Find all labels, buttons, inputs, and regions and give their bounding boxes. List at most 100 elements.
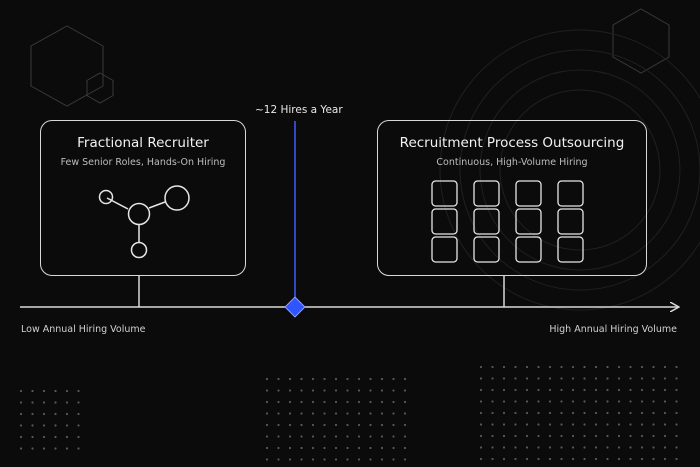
decor-dot xyxy=(265,435,269,438)
decor-dot xyxy=(334,400,338,404)
decor-dot xyxy=(65,412,69,416)
decor-dot xyxy=(640,457,644,461)
decor-dot xyxy=(479,411,483,415)
decor-dot xyxy=(323,389,326,392)
decor-dot xyxy=(594,388,598,392)
decor-dot xyxy=(323,400,326,404)
decor-dot xyxy=(583,388,586,392)
decor-dot xyxy=(65,389,69,393)
decor-dot xyxy=(77,447,80,450)
grid-square xyxy=(431,180,458,207)
decor-dot xyxy=(571,411,575,415)
decor-dot xyxy=(300,412,303,415)
decor-dot xyxy=(663,434,667,438)
grid-square xyxy=(431,208,458,235)
decor-dot xyxy=(479,446,483,449)
decor-dot xyxy=(403,458,407,461)
decor-dot xyxy=(323,423,326,427)
decor-dot xyxy=(640,365,644,369)
decor-dot xyxy=(380,446,384,450)
rpo-subtitle: Continuous, High-Volume Hiring xyxy=(436,157,588,168)
decor-dot xyxy=(640,388,644,392)
decor-dot xyxy=(548,400,552,403)
decor-dot xyxy=(514,411,517,415)
decor-dot xyxy=(277,458,280,461)
decor-dot xyxy=(571,434,575,438)
decor-dot xyxy=(594,400,598,403)
decor-dot xyxy=(491,388,494,392)
decor-dot xyxy=(491,434,494,438)
decor-dot xyxy=(560,400,563,403)
decor-dot xyxy=(571,457,575,461)
fractional-recruiter-title: Fractional Recruiter xyxy=(77,135,209,151)
decor-dot xyxy=(640,400,644,403)
decor-dot xyxy=(380,458,384,461)
decor-dot xyxy=(265,412,269,415)
decor-dot xyxy=(594,411,598,415)
decor-dot xyxy=(403,412,407,415)
decor-dot xyxy=(479,434,483,438)
decor-dot xyxy=(300,435,303,438)
decor-dot xyxy=(19,412,23,416)
grid-square xyxy=(557,236,584,263)
decor-dot xyxy=(403,446,407,450)
decor-dot xyxy=(606,457,609,461)
grid-square xyxy=(431,236,458,263)
decor-dot xyxy=(403,389,407,392)
decor-dot xyxy=(606,388,609,392)
decor-dot xyxy=(537,400,540,403)
grid-square xyxy=(515,180,542,207)
decor-dot xyxy=(54,447,57,450)
decor-dot xyxy=(675,411,678,415)
decor-dot xyxy=(560,446,563,449)
decor-dot xyxy=(334,458,338,461)
decor-dot xyxy=(346,389,349,392)
decor-dot xyxy=(311,423,315,427)
decor-dot xyxy=(491,446,494,449)
decor-dot xyxy=(663,411,667,415)
decor-dot xyxy=(19,401,23,404)
network-icon xyxy=(98,185,190,259)
decor-dot xyxy=(652,434,655,438)
decor-dot xyxy=(617,434,621,438)
grid-square xyxy=(515,208,542,235)
decor-dot xyxy=(265,377,269,381)
decor-dot xyxy=(606,446,609,449)
decor-dot xyxy=(548,434,552,438)
decor-dot xyxy=(334,435,338,438)
decor-dot xyxy=(537,446,540,449)
decor-dot xyxy=(594,434,598,438)
decor-dot xyxy=(265,458,269,461)
decor-dot xyxy=(346,435,349,438)
decor-dot xyxy=(617,400,621,403)
decor-dot xyxy=(479,365,483,369)
decor-dot xyxy=(502,423,506,426)
decor-dot xyxy=(54,435,57,439)
decor-dot xyxy=(571,446,575,449)
decor-dot xyxy=(583,434,586,438)
decor-dot xyxy=(311,400,315,404)
decor-dot xyxy=(525,411,529,415)
decor-dot xyxy=(265,389,269,392)
decor-dot xyxy=(403,435,407,438)
decor-dot xyxy=(42,401,46,404)
hexagon-decoration-top-right xyxy=(612,8,670,74)
decor-dot xyxy=(491,365,494,369)
decor-dot xyxy=(652,446,655,449)
decor-dot xyxy=(502,365,506,369)
decor-dot xyxy=(323,435,326,438)
decor-dot xyxy=(369,446,372,450)
decor-dot xyxy=(265,446,269,450)
decor-dot xyxy=(311,446,315,450)
decor-dot xyxy=(479,423,483,426)
decor-dot xyxy=(392,423,395,427)
decor-dot xyxy=(392,389,395,392)
decor-dot xyxy=(652,411,655,415)
decor-dot xyxy=(77,435,80,439)
decor-dot xyxy=(548,377,552,380)
decor-dot xyxy=(323,412,326,415)
decor-dot xyxy=(525,423,529,426)
decor-dot xyxy=(571,365,575,369)
decor-dot xyxy=(491,400,494,403)
